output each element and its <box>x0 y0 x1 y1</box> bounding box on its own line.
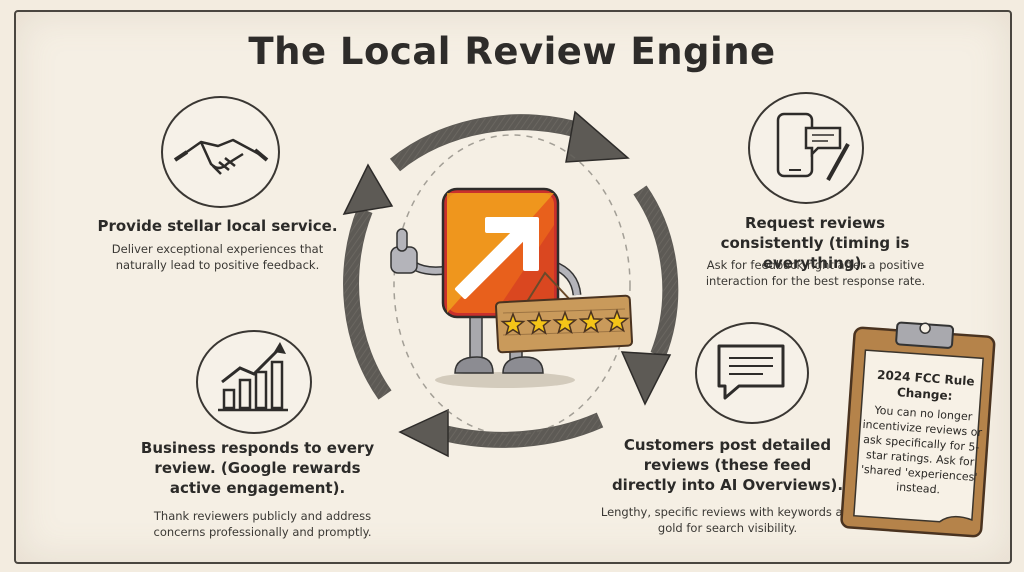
step-4-description: Thank reviewers publicly and address con… <box>153 509 372 539</box>
star-rating <box>500 308 630 336</box>
star-icon <box>604 308 630 333</box>
star-icon <box>552 310 578 335</box>
star-icon <box>526 311 552 335</box>
step-1-description: Deliver exceptional experiences that nat… <box>111 242 324 272</box>
star-icon <box>500 311 526 336</box>
handshake-icon-circle <box>161 96 280 208</box>
cycle-arrow-right <box>620 185 679 406</box>
step-1-title: Provide stellar local service. <box>97 217 338 235</box>
cycle-arrow-top <box>389 110 630 172</box>
step-2-title: Request reviews consistently (timing is … <box>720 214 910 272</box>
speech-bubble-icon-circle <box>695 322 809 424</box>
arrow-logo-icon <box>441 187 560 319</box>
cycle-arrow-bottom <box>398 408 604 458</box>
step-3-title: Customers post detailed reviews (these f… <box>611 436 844 494</box>
fcc-rule-note: 2024 FCC Rule Change: You can no longer … <box>858 366 986 500</box>
star-icon <box>578 309 604 334</box>
clipboard-note <box>840 321 996 538</box>
growth-chart-icon <box>218 342 288 412</box>
step-4-title: Business responds to every review. (Goog… <box>140 439 375 497</box>
phone-icon-circle <box>748 92 864 204</box>
handshake-icon <box>173 138 269 175</box>
mascot-robot <box>390 187 634 388</box>
phone-message-icon <box>776 112 850 181</box>
diagram-title: The Local Review Engine <box>248 30 776 73</box>
speech-bubble-icon <box>717 344 785 400</box>
note-body: You can no longer incentivize reviews or… <box>860 403 983 497</box>
growth-chart-icon-circle <box>196 330 312 434</box>
step-2-description: Ask for feedback right after a positive … <box>705 258 926 288</box>
cycle-arrow-left <box>342 163 394 400</box>
step-3-description: Lengthy, specific reviews with keywords … <box>600 505 855 535</box>
